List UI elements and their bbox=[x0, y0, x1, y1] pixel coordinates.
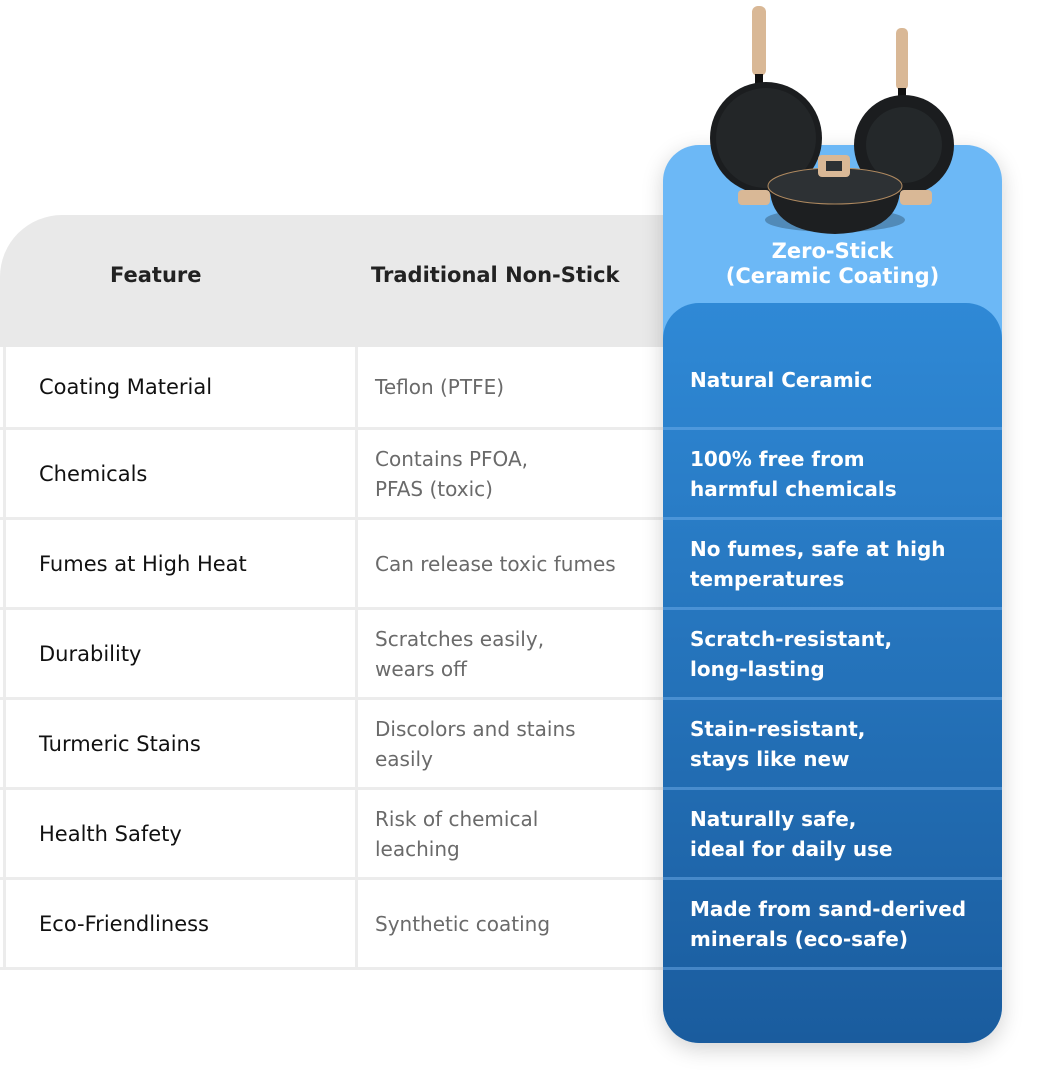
traditional-cell: Can release toxic fumes bbox=[375, 551, 616, 576]
traditional-cell: Synthetic coating bbox=[375, 911, 551, 936]
feature-cell: Turmeric Stains bbox=[3, 700, 358, 787]
table-row: Eco-Friendliness Synthetic coating bbox=[0, 880, 665, 970]
feature-cell: Health Safety bbox=[3, 790, 358, 877]
cookware-set-image bbox=[710, 6, 954, 234]
feature-cell: Chemicals bbox=[3, 430, 358, 517]
zero-stick-cell: 100% free from harmful chemicals bbox=[663, 430, 1002, 520]
zero-stick-cell: Made from sand-derived minerals (eco-saf… bbox=[663, 880, 1002, 970]
traditional-cell: Risk of chemical leaching bbox=[375, 806, 539, 861]
table-header: Feature Traditional Non-Stick bbox=[0, 215, 680, 347]
zero-stick-cell: Natural Ceramic bbox=[663, 303, 1002, 430]
feature-cell: Eco-Friendliness bbox=[3, 880, 358, 967]
feature-cell: Fumes at High Heat bbox=[3, 520, 358, 607]
header-traditional: Traditional Non-Stick bbox=[371, 263, 620, 287]
table-row: Turmeric Stains Discolors and stains easi… bbox=[0, 700, 665, 790]
traditional-cell: Scratches easily, wears off bbox=[375, 626, 545, 681]
table-row: Durability Scratches easily, wears off bbox=[0, 610, 665, 700]
feature-cell: Coating Material bbox=[3, 347, 358, 427]
zero-stick-cell: Scratch-resistant, long-lasting bbox=[663, 610, 1002, 700]
small-pan bbox=[854, 28, 954, 195]
traditional-cell: Teflon (PTFE) bbox=[375, 375, 505, 399]
large-pan bbox=[710, 6, 822, 194]
feature-cell: Durability bbox=[3, 610, 358, 697]
traditional-cell: Contains PFOA, PFAS (toxic) bbox=[375, 446, 528, 501]
zero-stick-column-card: Zero-Stick (Ceramic Coating) Natural Cer… bbox=[663, 145, 1002, 1043]
header-feature: Feature bbox=[110, 263, 202, 287]
zero-stick-cell: Stain-resistant, stays like new bbox=[663, 700, 1002, 790]
header-zero-stick: Zero-Stick (Ceramic Coating) bbox=[725, 239, 940, 288]
table-row: Coating Material Teflon (PTFE) bbox=[0, 347, 665, 430]
casserole-pot bbox=[738, 155, 932, 234]
traditional-cell: Discolors and stains easily bbox=[375, 716, 576, 771]
table-row: Chemicals Contains PFOA, PFAS (toxic) bbox=[0, 430, 665, 520]
zero-stick-cell: No fumes, safe at high temperatures bbox=[663, 520, 1002, 610]
table-row: Health Safety Risk of chemical leaching bbox=[0, 790, 665, 880]
table-row: Fumes at High Heat Can release toxic fume… bbox=[0, 520, 665, 610]
zero-stick-cell: Naturally safe, ideal for daily use bbox=[663, 790, 1002, 880]
